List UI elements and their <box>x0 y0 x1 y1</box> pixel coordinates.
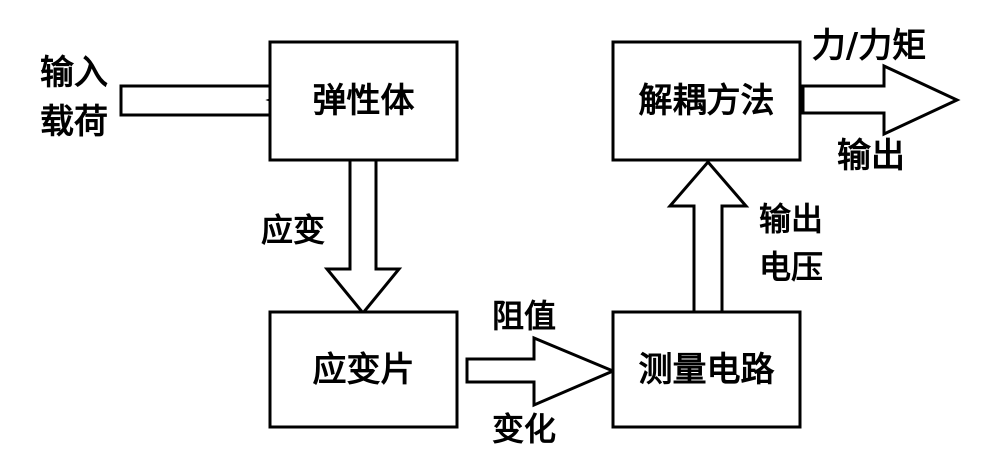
node-elastic-body[interactable]: 弹性体 <box>268 40 459 162</box>
node-elastic-body-rect <box>268 40 459 162</box>
label-input-load-line2: 载荷 <box>40 102 108 142</box>
arrow-measurement-circuit-to-decoupling-method <box>666 159 750 314</box>
node-measurement-circuit-label: 测量电路 <box>639 350 776 390</box>
node-decoupling-method-rect <box>611 40 802 162</box>
label-resistance-change-line2: 变化 <box>492 410 556 448</box>
label-input-load-line1: 输入 <box>40 53 108 93</box>
node-measurement-circuit-rect <box>611 310 802 429</box>
label-input-load: 输入 载荷 <box>40 53 108 142</box>
node-measurement-circuit[interactable]: 测量电路 <box>611 310 802 429</box>
node-decoupling-method-label: 解耦方法 <box>639 81 775 121</box>
label-strain: 应变 <box>261 211 325 249</box>
arrow-elastic-body-to-strain-gauge <box>323 158 403 316</box>
label-output-voltage-line1: 输出 <box>759 200 823 238</box>
node-elastic-body-label: 弹性体 <box>313 81 415 121</box>
node-strain-gauge-rect <box>268 310 459 429</box>
label-force-torque: 力/力矩 <box>812 26 926 66</box>
label-output-voltage-line2: 电压 <box>759 248 823 286</box>
label-resistance-change-line1: 阻值 <box>492 297 556 335</box>
node-decoupling-method[interactable]: 解耦方法 <box>611 40 802 162</box>
node-strain-gauge[interactable]: 应变片 <box>268 310 459 429</box>
arrow-strain-gauge-to-measurement-circuit <box>465 335 617 408</box>
node-strain-gauge-label: 应变片 <box>313 350 415 390</box>
label-output: 输出 <box>837 136 905 176</box>
arrow-decoupling-method-to-output <box>801 63 961 137</box>
